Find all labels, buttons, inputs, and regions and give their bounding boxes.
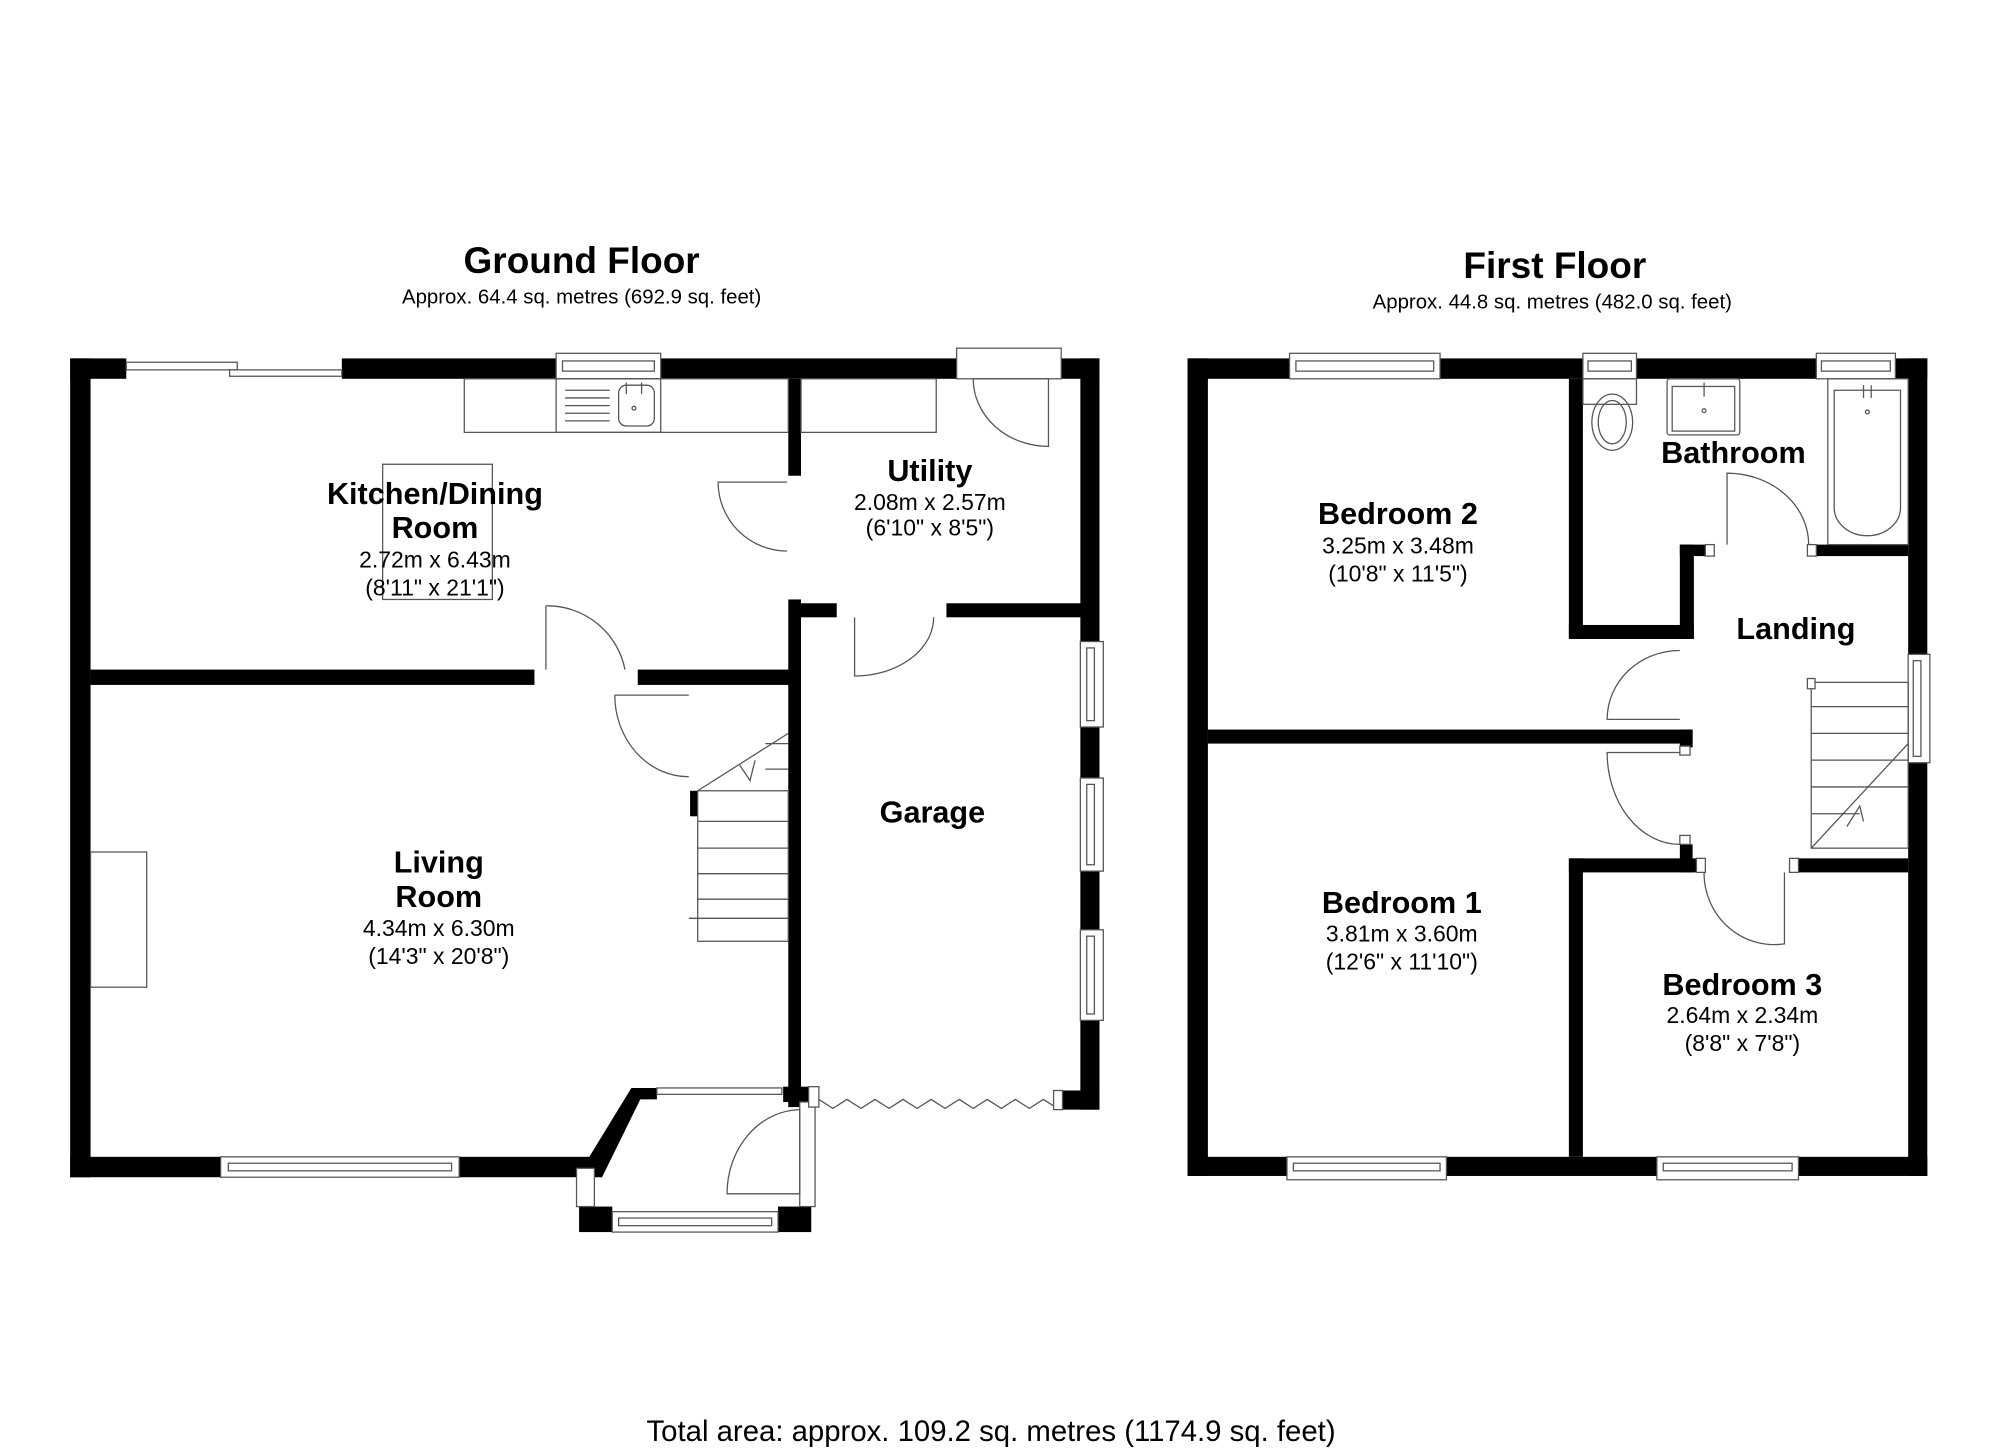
svg-text:(8'8" x 7'8"): (8'8" x 7'8") <box>1685 1030 1801 1056</box>
ground-floor-area: Approx. 64.4 sq. metres (692.9 sq. feet) <box>402 287 761 309</box>
ground-floor-walls <box>70 358 1100 1233</box>
svg-text:(12'6" x 11'10"): (12'6" x 11'10") <box>1326 948 1478 974</box>
basin-icon <box>1666 378 1741 436</box>
svg-text:Utility: Utility <box>887 454 972 488</box>
first-floor-walls <box>1187 358 1928 1176</box>
room-utility: Utility 2.08m x 2.57m (6'10" x 8'5") <box>854 454 1006 541</box>
svg-text:Landing: Landing <box>1736 612 1855 646</box>
svg-text:(14'3" x 20'8"): (14'3" x 20'8") <box>368 943 509 969</box>
svg-text:Garage: Garage <box>880 796 986 830</box>
drainer-icon <box>565 389 610 422</box>
svg-text:3.81m x 3.60m: 3.81m x 3.60m <box>1326 920 1478 946</box>
dining-table <box>382 463 493 601</box>
first-floor-windows <box>1286 352 1931 1181</box>
room-bedroom-2: Bedroom 2 3.25m x 3.48m (10'8" x 11'5") <box>1318 497 1478 586</box>
bath-icon <box>1827 378 1909 546</box>
svg-text:2.08m x 2.57m: 2.08m x 2.57m <box>854 489 1006 515</box>
total-area: Total area: approx. 109.2 sq. metres (11… <box>647 1415 1336 1448</box>
room-landing: Landing <box>1736 612 1855 646</box>
svg-text:Room: Room <box>395 880 482 914</box>
utility-worktop <box>800 378 937 434</box>
room-bedroom-1: Bedroom 1 3.81m x 3.60m (12'6" x 11'10") <box>1322 886 1482 974</box>
svg-text:Room: Room <box>392 511 479 545</box>
ground-floor-title: Ground Floor <box>464 240 700 281</box>
room-kitchen-dining: Kitchen/Dining Room 2.72m x 6.43m (8'11"… <box>327 477 543 601</box>
svg-text:2.64m x 2.34m: 2.64m x 2.34m <box>1666 1002 1818 1028</box>
fireplace-hearth <box>89 851 148 988</box>
kitchen-fixtures <box>382 378 937 601</box>
svg-text:Bedroom 2: Bedroom 2 <box>1318 497 1478 531</box>
toilet-icon <box>1591 393 1634 451</box>
room-bathroom: Bathroom <box>1661 436 1806 470</box>
toilet-cistern <box>1582 378 1638 405</box>
room-garage: Garage <box>880 796 986 830</box>
first-floor-stairs <box>1806 677 1909 849</box>
ground-floor-stairs <box>688 732 789 942</box>
svg-text:3.25m x 3.48m: 3.25m x 3.48m <box>1322 533 1474 559</box>
svg-text:2.72m x 6.43m: 2.72m x 6.43m <box>359 547 511 573</box>
svg-text:(8'11" x 21'1"): (8'11" x 21'1") <box>365 575 504 601</box>
svg-text:Bedroom 3: Bedroom 3 <box>1662 968 1822 1002</box>
svg-text:Bedroom 1: Bedroom 1 <box>1322 886 1482 920</box>
sink-bowl-icon <box>617 384 655 427</box>
svg-text:(10'8" x 11'5"): (10'8" x 11'5") <box>1328 561 1467 587</box>
first-floor-doors <box>1606 472 1817 946</box>
first-floor: First Floor Approx. 44.8 sq. metres (482… <box>1187 245 1931 1181</box>
svg-text:Bathroom: Bathroom <box>1661 436 1806 470</box>
first-floor-area: Approx. 44.8 sq. metres (482.0 sq. feet) <box>1373 292 1732 314</box>
svg-text:(6'10" x 8'5"): (6'10" x 8'5") <box>866 515 994 541</box>
svg-text:4.34m x 6.30m: 4.34m x 6.30m <box>363 915 515 941</box>
ground-floor-doors <box>545 378 1064 1195</box>
first-floor-title: First Floor <box>1463 245 1646 286</box>
bathroom-fixtures <box>1582 378 1909 546</box>
room-living: Living Room 4.34m x 6.30m (14'3" x 20'8"… <box>363 845 515 969</box>
room-bedroom-3: Bedroom 3 2.64m x 2.34m (8'8" x 7'8") <box>1662 968 1822 1056</box>
svg-text:Kitchen/Dining: Kitchen/Dining <box>327 477 543 511</box>
ground-floor-windows <box>125 347 1104 1233</box>
sink-unit <box>555 378 662 434</box>
ground-floor: Ground Floor Approx. 64.4 sq. metres (69… <box>70 240 1104 1233</box>
svg-text:Living: Living <box>394 845 484 879</box>
